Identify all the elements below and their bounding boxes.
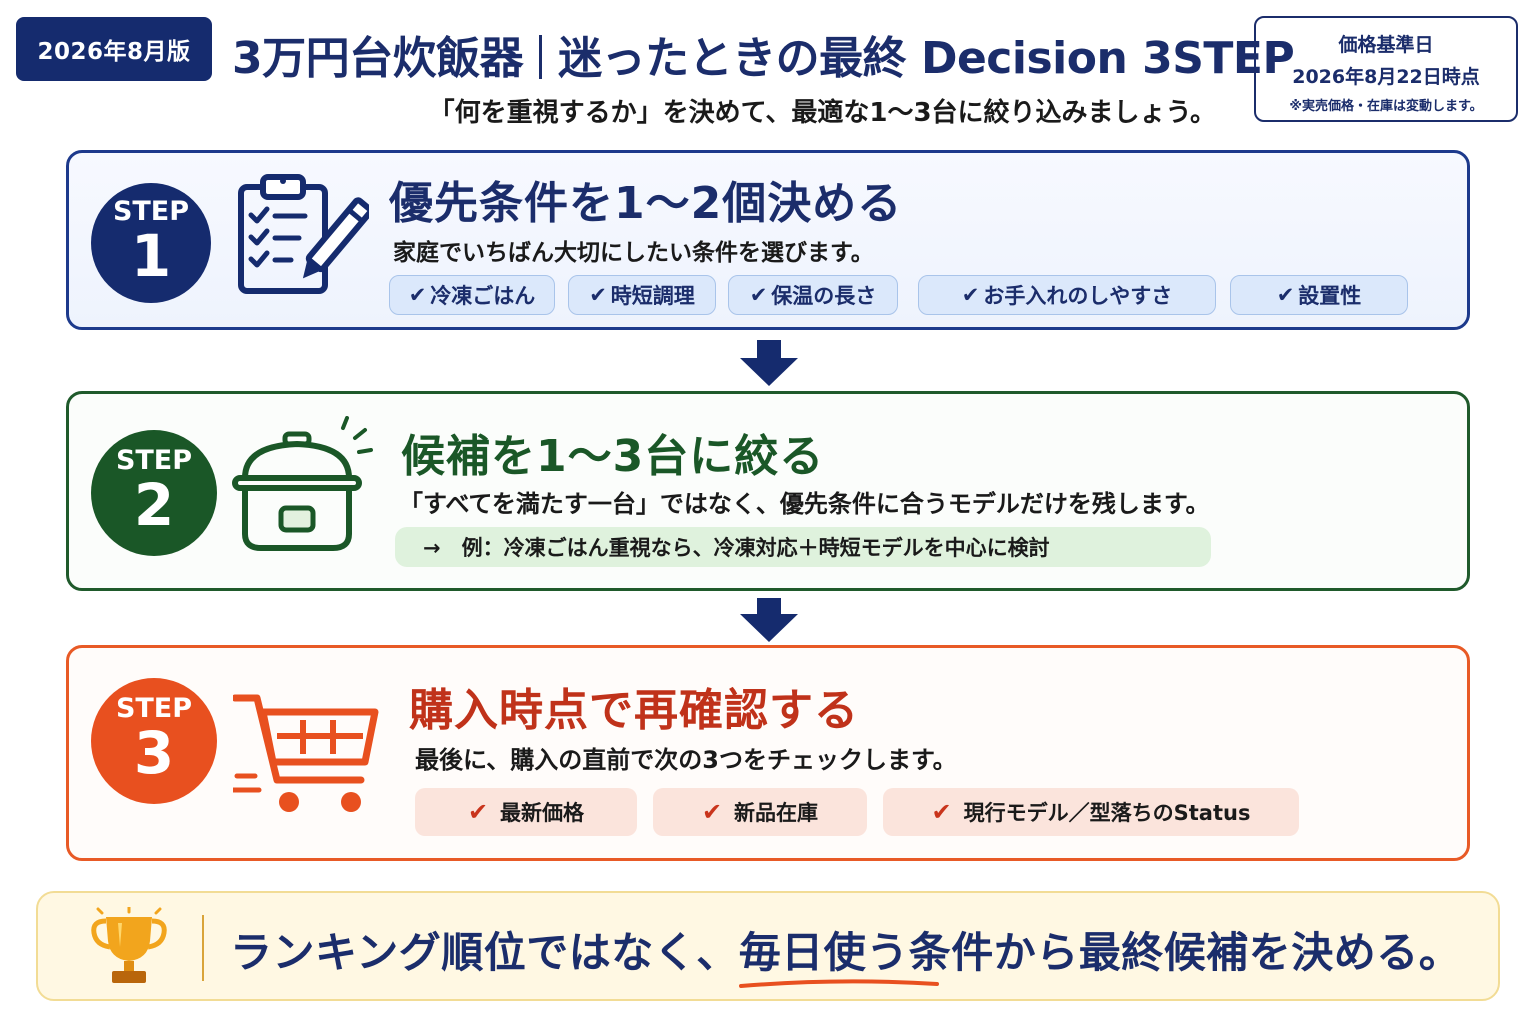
chip-latest-price[interactable]: ✔最新価格: [415, 788, 637, 836]
price-reference-note: ※実売価格・在庫は変動します。: [1289, 99, 1483, 114]
step-3-number: 3: [133, 719, 175, 787]
step-3-card: STEP 3 購入時点で再確認する 最後に、購入の直前で次の3つをチェックします…: [66, 645, 1470, 861]
step-1-number: 1: [130, 222, 172, 290]
page-title: 3万円台炊飯器迷ったときの最終 Decision 3STEP: [232, 22, 1295, 86]
check-icon: ✔: [467, 798, 489, 826]
edition-badge: 2026年8月版: [16, 17, 212, 81]
banner-text-after: から最終候補を決める。: [993, 928, 1462, 977]
step-3-heading: 購入時点で再確認する: [409, 685, 859, 736]
banner-divider: [202, 915, 204, 981]
check-icon: ✔: [1276, 283, 1295, 307]
title-part1: 3万円台炊飯器: [232, 33, 524, 84]
chip-keep-warm[interactable]: ✔保温の長さ: [728, 275, 898, 315]
banner-emphasis: 毎日使う条件: [738, 919, 994, 988]
step-2-description: 「すべてを満たす一台」ではなく、優先条件に合うモデルだけを残します。: [399, 490, 1210, 518]
check-icon: ✔: [931, 798, 952, 826]
step-3-description: 最後に、購入の直前で次の3つをチェックします。: [415, 746, 957, 774]
step-2-heading: 候補を1〜3台に絞る: [401, 431, 825, 482]
check-icon: ✔: [961, 283, 980, 307]
step-1-badge-label: STEP: [112, 196, 190, 227]
chip-easy-care[interactable]: ✔お手入れのしやすさ: [918, 275, 1216, 315]
price-reference-box: 価格基準日 2026年8月22日時点 ※実売価格・在庫は変動します。: [1254, 16, 1518, 122]
chip-new-stock[interactable]: ✔新品在庫: [653, 788, 867, 836]
step-3-badge-label: STEP: [115, 693, 193, 724]
step-2-card: STEP 2 候補を1〜3台に絞る 「すべてを満たす一台」ではなく、優先条件に合…: [66, 391, 1470, 591]
price-reference-date: 2026年8月22日時点: [1292, 66, 1480, 88]
page-subtitle: 「何を重視するか」を決めて、最適な1〜3台に絞り込みましょう。: [428, 98, 1216, 128]
chip-model-status[interactable]: ✔現行モデル／型落ちのStatus: [883, 788, 1299, 836]
chip-quick-cook[interactable]: ✔時短調理: [568, 275, 716, 315]
title-separator: [539, 35, 543, 79]
arrow-down-icon: [740, 598, 798, 642]
step-2-badge-label: STEP: [115, 445, 193, 476]
step-1-badge: STEP 1: [91, 183, 211, 303]
shopping-cart-icon: [233, 694, 379, 812]
banner-text-before: ランキング順位ではなく、: [230, 928, 739, 977]
check-icon: ✔: [749, 283, 768, 307]
step-2-badge: STEP 2: [91, 430, 217, 556]
trophy-icon: [91, 907, 167, 983]
check-icon: ✔: [701, 798, 723, 826]
check-icon: ✔: [408, 283, 427, 307]
title-part2: 迷ったときの最終 Decision 3STEP: [558, 33, 1295, 84]
step-1-description: 家庭でいちばん大切にしたい条件を選びます。: [393, 240, 874, 266]
check-icon: ✔: [589, 283, 607, 307]
banner-message: ランキング順位ではなく、毎日使う条件から最終候補を決める。: [230, 919, 1462, 988]
conclusion-banner: ランキング順位ではなく、毎日使う条件から最終候補を決める。: [36, 891, 1500, 1001]
step-1-card: STEP 1 優先条件を1〜2個決める 家庭でいちばん大切にしたい条件を選びます…: [66, 150, 1470, 330]
step-3-badge: STEP 3: [91, 678, 217, 804]
price-reference-label: 価格基準日: [1338, 34, 1434, 56]
chip-frozen-rice[interactable]: ✔冷凍ごはん: [389, 275, 555, 315]
rice-cooker-icon: [232, 416, 373, 551]
chip-installation[interactable]: ✔設置性: [1230, 275, 1408, 315]
step-2-example: → 例：冷凍ごはん重視なら、冷凍対応＋時短モデルを中心に検討: [395, 527, 1211, 567]
step-2-number: 2: [133, 471, 175, 539]
clipboard-checklist-icon: [238, 174, 369, 294]
step-1-heading: 優先条件を1〜2個決める: [389, 178, 903, 229]
arrow-down-icon: [740, 340, 798, 386]
underline-stroke: [738, 979, 939, 988]
